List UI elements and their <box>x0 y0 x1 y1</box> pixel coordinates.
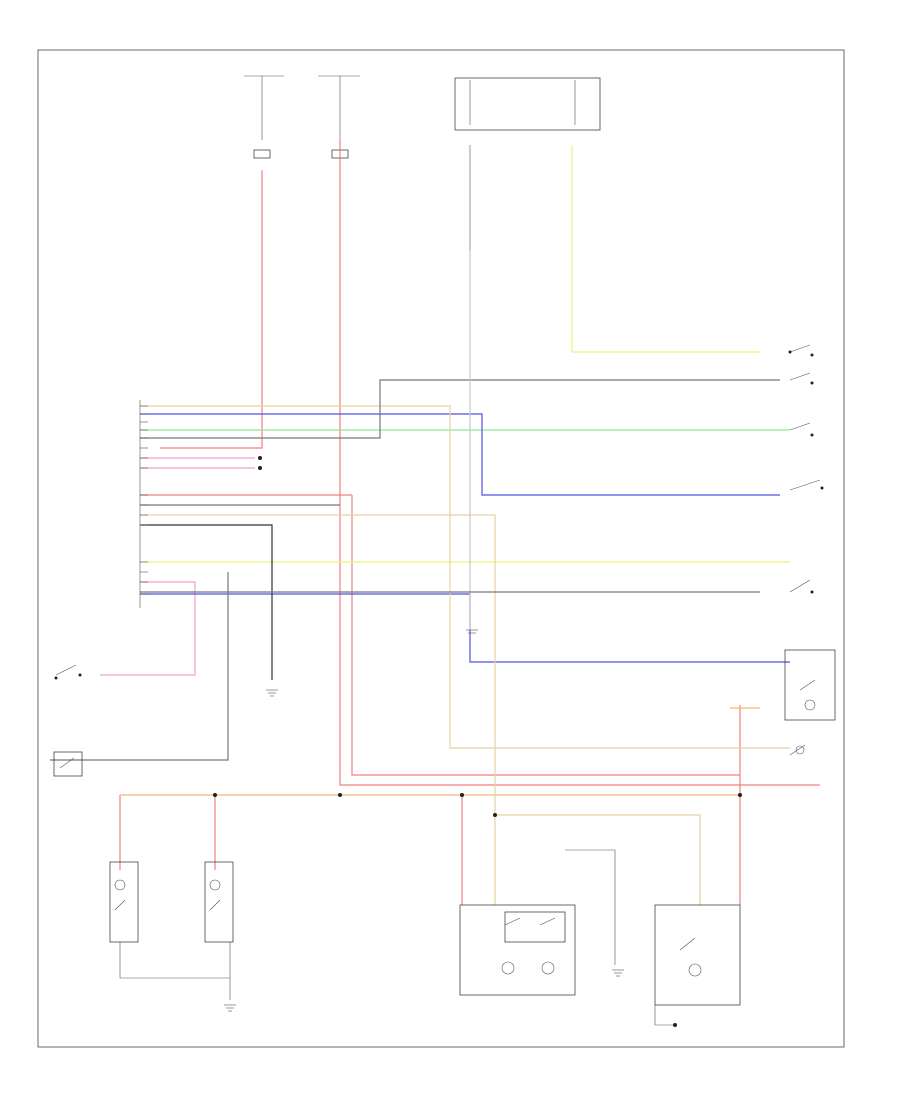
splice-dots <box>213 456 742 817</box>
relay-box <box>459 849 616 996</box>
gray-wires <box>50 250 780 761</box>
left-connector-block <box>139 400 148 608</box>
red-wires <box>119 140 820 905</box>
red-wire-left <box>160 170 263 449</box>
blue-wires <box>140 413 790 663</box>
red-wire-mid2 <box>351 495 740 776</box>
bottom-left-lamps <box>109 861 234 1000</box>
tan-wires <box>140 405 790 905</box>
right-switches <box>784 344 836 756</box>
ground-symbols <box>224 629 624 1012</box>
top-fuse-block-left <box>244 75 360 159</box>
yellow-wires <box>140 145 790 563</box>
right-lamp-box <box>654 904 741 1027</box>
top-fuse-block-right <box>454 77 601 250</box>
red-wire-mid <box>339 140 820 786</box>
diagram-border <box>37 49 845 1048</box>
pink-wires <box>100 457 255 676</box>
left-switches <box>53 664 83 777</box>
